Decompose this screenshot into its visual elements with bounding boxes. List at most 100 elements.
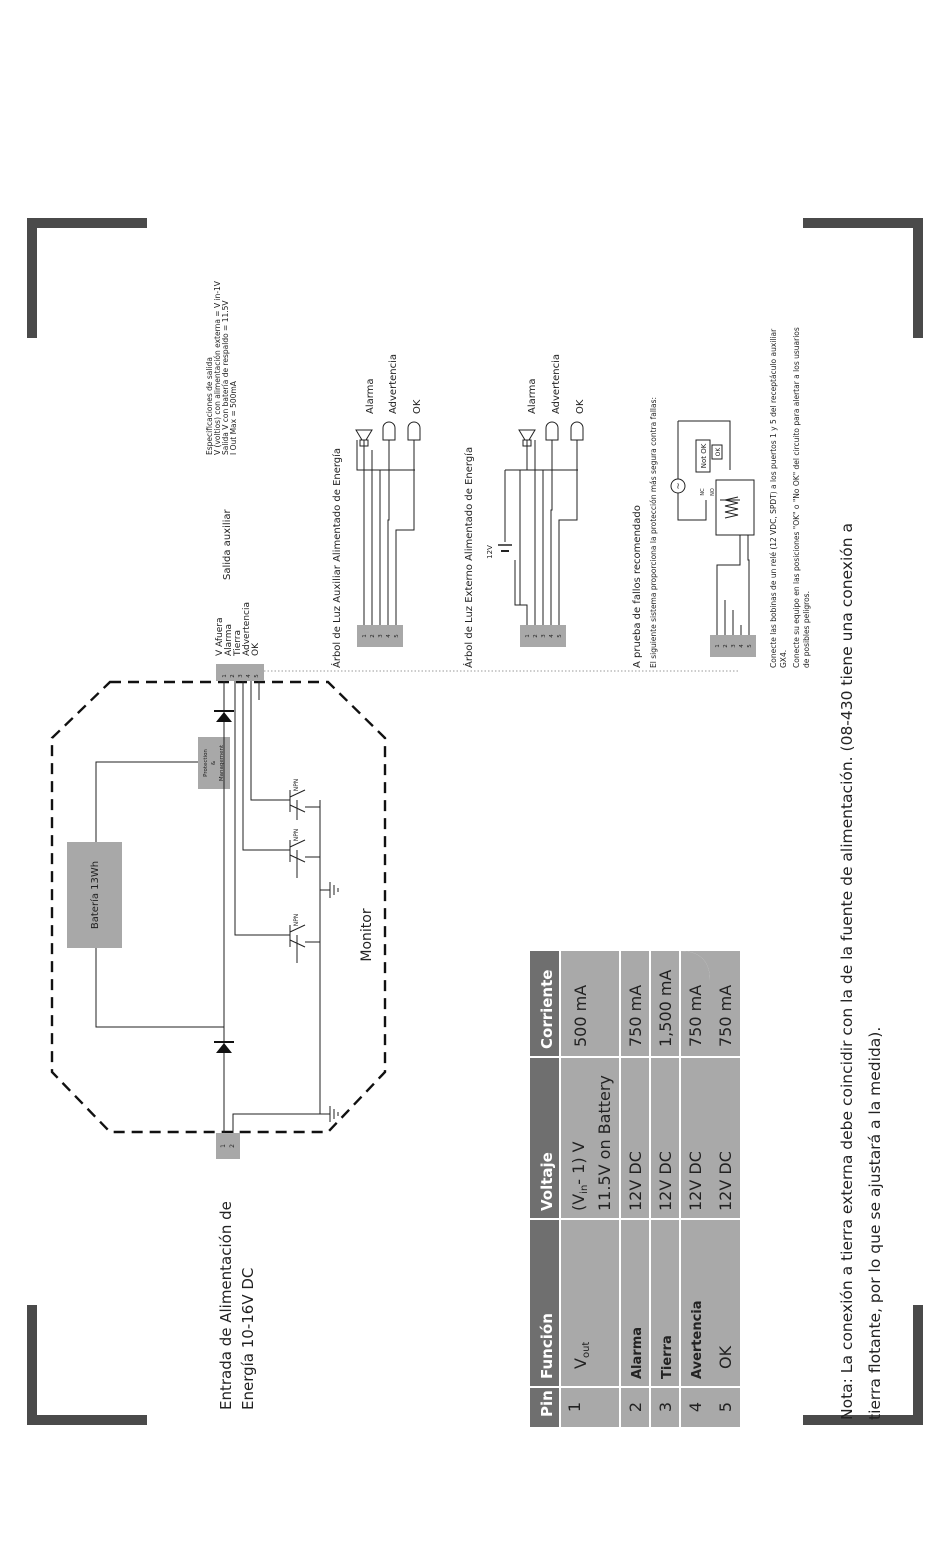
- svg-text:5: 5: [394, 634, 400, 638]
- ext-horn-icon: [518, 429, 536, 447]
- relay-coil-icon: [724, 496, 739, 519]
- not-ok-label: Not OK: [700, 443, 708, 468]
- ext-warning-light-icon: [545, 421, 559, 441]
- output-pin-numbers: 1 2 3 4 5: [222, 674, 260, 678]
- ok-relay-label: OK: [715, 447, 722, 457]
- row5-voltage: 12V DC: [716, 1151, 735, 1211]
- diode-input: [214, 1041, 234, 1053]
- svg-text:Especificaciones de salida: Especificaciones de salida: [205, 357, 214, 455]
- row5-function: OK: [716, 1345, 735, 1369]
- svg-text:Tierra: Tierra: [233, 630, 243, 657]
- diode-output: [214, 710, 234, 722]
- failsafe-notes: Conecte las bobinas de un relé (12 VDC, …: [769, 327, 811, 668]
- row3-function: Tierra: [660, 1335, 675, 1379]
- battery-12v-icon: [498, 544, 512, 552]
- output-connector: [216, 664, 264, 681]
- power-pin-2: 2: [229, 1144, 236, 1148]
- failsafe-subtitle: El siguiente sistema proporciona la prot…: [649, 397, 658, 668]
- svg-text:3: 3: [238, 674, 244, 678]
- svg-text:2: 2: [370, 634, 376, 638]
- ground-icon-2: [320, 1106, 339, 1122]
- power-input-label-1: Entrada de Alimentación de: [217, 1201, 235, 1410]
- npn-transistor-1: [289, 924, 306, 963]
- svg-text:V Afuera: V Afuera: [215, 618, 225, 656]
- svg-text:OK: OK: [251, 642, 261, 656]
- row2-pin: 2: [626, 1402, 645, 1412]
- internal-wiring: [95, 681, 330, 1133]
- svg-text:2: 2: [230, 674, 236, 678]
- row2-voltage: 12V DC: [626, 1151, 645, 1211]
- battery-box: [67, 842, 122, 948]
- failsafe-connector: [710, 635, 756, 657]
- svg-text:1: 1: [525, 634, 531, 638]
- svg-text:I Out Max = 500mA: I Out Max = 500mA: [229, 380, 238, 455]
- svg-text:4: 4: [386, 634, 392, 638]
- relay-no-label: NO: [710, 488, 716, 496]
- svg-text:Conecte las bobinas de un relé: Conecte las bobinas de un relé (12 VDC, …: [769, 328, 778, 668]
- svg-text:3: 3: [378, 634, 384, 638]
- aux-warning-light-icon: [382, 421, 396, 441]
- aux-tree-wiring: [356, 440, 415, 625]
- aux-label-advertencia: Advertencia: [388, 354, 399, 414]
- row5-pin: 5: [716, 1402, 735, 1412]
- table-header-current: Corriente: [538, 970, 556, 1049]
- aux-horn-icon: [355, 429, 373, 447]
- row1-voltage-line1: (Vin- 1) V: [569, 1141, 590, 1211]
- npn-transistor-2: [289, 839, 306, 878]
- ext-tree-wiring: [504, 440, 578, 625]
- row1-current: 500 mA: [571, 985, 590, 1047]
- relay-nc-label: NC: [700, 488, 706, 496]
- row5-current: 750 mA: [716, 985, 735, 1047]
- aux-output-label: Salida auxiliar: [222, 508, 233, 580]
- row4-pin: 4: [686, 1402, 705, 1412]
- ext-ok-light-icon: [570, 421, 584, 441]
- aux-label-alarma: Alarma: [365, 378, 376, 414]
- svg-text:5: 5: [557, 634, 563, 638]
- ground-icon-1: [329, 882, 339, 898]
- battery-label: Batería 13Wh: [89, 861, 101, 929]
- monitor-label: Monitor: [359, 908, 375, 961]
- svg-text:3: 3: [541, 634, 547, 638]
- svg-text:1: 1: [362, 634, 368, 638]
- ext-tree-title: Árbol de Luz Externo Alimentado de Energ…: [462, 447, 475, 668]
- table-header-pin: Pin: [538, 1390, 556, 1417]
- table-header-function: Función: [538, 1313, 556, 1379]
- aux-label-ok: OK: [412, 399, 423, 414]
- svg-text:Advertencia: Advertencia: [242, 602, 252, 656]
- power-input-label-2: Energía 10-16V DC: [239, 1268, 257, 1410]
- monitor-enclosure: [50, 680, 387, 1134]
- ac-source-icon: [670, 478, 686, 494]
- row1-pin: 1: [565, 1402, 584, 1412]
- svg-text:1: 1: [222, 674, 228, 678]
- output-pin-labels: V Afuera Alarma Tierra Advertencia OK: [215, 602, 261, 657]
- not-ok-box: [695, 439, 711, 473]
- svg-text:3: 3: [731, 644, 737, 648]
- svg-text:2: 2: [533, 634, 539, 638]
- svg-text:5: 5: [747, 644, 753, 648]
- note-line-1: Nota: La conexión a tierra externa debe …: [838, 523, 856, 1420]
- npn-label-1: NPN: [293, 914, 300, 927]
- ext-voltage-label: 12V: [486, 545, 494, 559]
- output-specs: Especificaciones de salida V (voltios) c…: [205, 280, 238, 455]
- ext-label-alarma: Alarma: [527, 378, 538, 414]
- ext-label-advertencia: Advertencia: [551, 354, 562, 414]
- row2-function: Alarma: [630, 1327, 645, 1379]
- npn-label-2: NPN: [293, 829, 300, 842]
- ext-label-ok: OK: [575, 399, 586, 414]
- row3-current: 1,500 mA: [656, 970, 675, 1047]
- svg-text:V (voltios) con alimentación e: V (voltios) con alimentación externa = V…: [213, 280, 222, 455]
- svg-text:4: 4: [739, 644, 745, 648]
- row4-voltage: 12V DC: [686, 1151, 705, 1211]
- ok-box: [711, 444, 723, 460]
- npn-label-3: NPN: [293, 779, 300, 792]
- svg-text:2: 2: [723, 644, 729, 648]
- aux-ok-light-icon: [407, 421, 421, 441]
- svg-text:5: 5: [254, 674, 260, 678]
- row1-function: Vout: [571, 1342, 592, 1369]
- svg-text:4: 4: [549, 634, 555, 638]
- svg-text:de posibles peligros.: de posibles peligros.: [802, 591, 811, 668]
- ac-source-tilde: ~: [674, 482, 684, 490]
- power-input-connector: [216, 1133, 240, 1159]
- svg-text:GX4.: GX4.: [779, 650, 788, 668]
